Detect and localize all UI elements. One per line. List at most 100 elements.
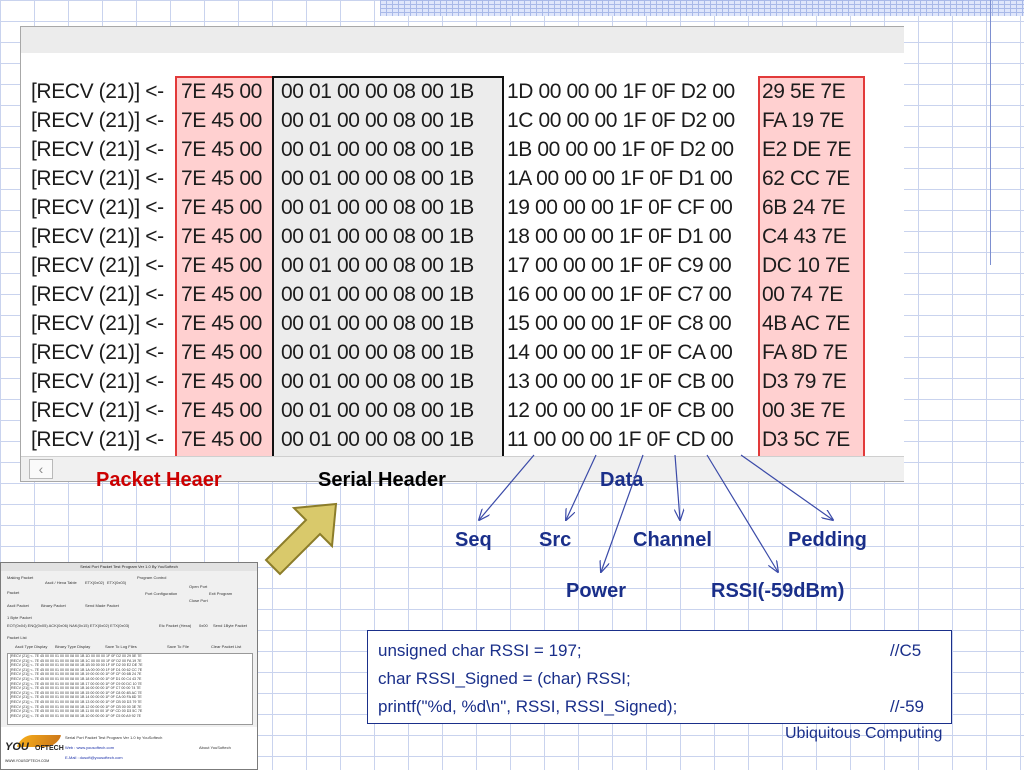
checksum-bytes: 00 74 7E <box>762 283 843 306</box>
terminal-log[interactable]: [RECV (21)] <- 7E 45 00 00 01 00 00 08 00 … <box>21 53 904 481</box>
serial-header-bytes: 00 01 00 00 08 00 1B <box>281 109 474 132</box>
port-configuration-button[interactable]: Port Configuration <box>145 591 178 596</box>
data-bytes: 12 00 00 00 1F 0F CB 00 <box>507 399 734 422</box>
email-link[interactable]: E-Mail : dusoft@yousoftech.com <box>65 755 123 760</box>
list-item: [RECV (21)] <- 7E 45 00 00 01 00 00 08 0… <box>10 704 142 709</box>
footer-course-title: Ubiquitous Computing <box>785 725 943 742</box>
rssi-label: RSSI(-59dBm) <box>711 580 845 602</box>
packet-header-bytes: 7E 45 00 <box>181 370 262 393</box>
packet-list-label: Packet List <box>7 635 27 640</box>
open-port-button[interactable]: Open Port <box>189 584 208 589</box>
save-file-button[interactable]: Save To File <box>167 644 189 649</box>
etc-packet-input[interactable]: 0x00 <box>199 623 208 628</box>
recv-text: [RECV (21)] <- <box>31 399 164 422</box>
save-log-checkbox[interactable]: Save To Log Files <box>105 644 137 649</box>
data-bytes: 11 00 00 00 1F 0F CD 00 <box>507 428 734 451</box>
packet-header-bytes: 7E 45 00 <box>181 80 262 103</box>
power-label: Power <box>566 580 627 602</box>
data-bytes: 1D 00 00 00 1F 0F D2 00 <box>507 80 735 103</box>
recv-text: [RECV (21)] <- <box>31 370 164 393</box>
decorative-corner-band <box>380 0 1024 16</box>
byte-buttons-row[interactable]: EOT(0x04) ENQ(0x05) ACK(0x06) NAK(0x15) … <box>7 623 130 628</box>
src-arrow <box>566 454 597 520</box>
send-1byte-button[interactable]: Send 1Byte Packet <box>213 623 248 628</box>
recv-text: [RECV (21)] <- <box>31 312 164 335</box>
pedding-label: Pedding <box>788 529 867 551</box>
terminal-window: [RECV (21)] <- 7E 45 00 00 01 00 00 08 00 … <box>20 26 904 482</box>
data-bytes: 1C 00 00 00 1F 0F D2 00 <box>507 109 735 132</box>
recv-text: [RECV (21)] <- <box>31 109 164 132</box>
zoom-arrow-icon <box>264 502 338 576</box>
packet-header-bytes: 7E 45 00 <box>181 196 262 219</box>
decorative-corner-line <box>990 0 991 265</box>
ascii-type-display-radio[interactable]: Ascii Type Display <box>15 644 48 649</box>
serial-header-bytes: 00 01 00 00 08 00 1B <box>281 283 474 306</box>
packet-label: Packet <box>7 590 20 595</box>
clear-list-button[interactable]: Clear Packet List <box>211 644 242 649</box>
packet-header-bytes: 7E 45 00 <box>181 254 262 277</box>
program-window-title: Serial Port Packet Test Program Ver 1.0 … <box>1 563 257 571</box>
data-bytes: 15 00 00 00 1F 0F C8 00 <box>507 312 732 335</box>
checksum-highlight <box>758 76 865 481</box>
packet-header-bytes: 7E 45 00 <box>181 399 262 422</box>
checksum-bytes: FA 8D 7E <box>762 341 848 364</box>
program-control-label: Program Control <box>137 575 167 580</box>
packet-header-label: Packet Heaer <box>96 469 222 491</box>
recv-text: [RECV (21)] <- <box>31 196 164 219</box>
checksum-bytes: C4 43 7E <box>762 225 847 248</box>
etx2-button[interactable]: ETX(0x03) <box>107 580 127 585</box>
code-line-3: printf("%d, %d\n", RSSI, RSSI_Signed); <box>378 697 678 716</box>
packet-header-bytes: 7E 45 00 <box>181 283 262 306</box>
packet-header-bytes: 7E 45 00 <box>181 167 262 190</box>
packet-header-bytes: 7E 45 00 <box>181 225 262 248</box>
packet-header-bytes: 7E 45 00 <box>181 138 262 161</box>
binary-packet-radio[interactable]: Binary Packet <box>41 603 66 608</box>
rssi-arrow <box>706 454 778 572</box>
recv-text: [RECV (21)] <- <box>31 138 164 161</box>
serial-header-bytes: 00 01 00 00 08 00 1B <box>281 370 474 393</box>
list-item: [RECV (21)] <- 7E 45 00 00 01 00 00 08 0… <box>10 676 142 681</box>
code-comment-1: //C5 <box>890 641 922 660</box>
exit-program-button[interactable]: Exit Program <box>209 591 233 596</box>
about-button[interactable]: About YouSoftech <box>199 745 231 750</box>
etx-button[interactable]: ETX(0x02) <box>85 580 105 585</box>
making-packet-label: Making Packet <box>7 575 34 580</box>
checksum-bytes: FA 19 7E <box>762 109 845 132</box>
scroll-left-icon[interactable]: ‹ <box>29 459 53 479</box>
channel-label: Channel <box>633 529 712 551</box>
pedding-arrow <box>740 454 833 520</box>
list-item: [RECV (21)] <- 7E 45 00 00 01 00 00 08 0… <box>10 681 142 686</box>
packet-header-bytes: 7E 45 00 <box>181 428 262 451</box>
packet-header-bytes: 7E 45 00 <box>181 109 262 132</box>
recv-text: [RECV (21)] <- <box>31 428 164 451</box>
checksum-bytes: D3 79 7E <box>762 370 847 393</box>
list-item: [RECV (21)] <- 7E 45 00 00 01 00 00 08 0… <box>10 654 142 658</box>
list-item: [RECV (21)] <- 7E 45 00 00 01 00 00 08 0… <box>10 686 141 691</box>
serial-header-label: Serial Header <box>318 469 446 491</box>
horizontal-scrollbar[interactable]: ‹ <box>21 456 904 481</box>
serial-header-bytes: 00 01 00 00 08 00 1B <box>281 167 474 190</box>
checksum-bytes: 6B 24 7E <box>762 196 846 219</box>
ascii-packet-radio[interactable]: Ascii Packet <box>7 603 29 608</box>
program-window-thumbnail: Serial Port Packet Test Program Ver 1.0 … <box>0 562 258 770</box>
close-port-button[interactable]: Close Port <box>189 598 208 603</box>
recv-text: [RECV (21)] <- <box>31 80 164 103</box>
packet-list-box[interactable]: [RECV (21)] <- 7E 45 00 00 01 00 00 08 0… <box>7 653 253 725</box>
power-arrow <box>601 454 644 572</box>
ascii-hexa-table-button[interactable]: Ascii / Hexa Table <box>45 580 77 585</box>
web-link[interactable]: Web : www.yousoftech.com <box>65 745 115 750</box>
list-item: [RECV (21)] <- 7E 45 00 00 01 00 00 08 0… <box>10 658 142 663</box>
serial-header-bytes: 00 01 00 00 08 00 1B <box>281 254 474 277</box>
recv-text: [RECV (21)] <- <box>31 341 164 364</box>
channel-arrow <box>675 454 680 520</box>
list-item: [RECV (21)] <- 7E 45 00 00 01 00 00 08 0… <box>10 672 142 677</box>
checksum-bytes: 29 5E 7E <box>762 80 846 103</box>
list-item: [RECV (21)] <- 7E 45 00 00 01 00 00 08 0… <box>10 713 141 718</box>
data-bytes: 1B 00 00 00 1F 0F D2 00 <box>507 138 734 161</box>
data-bytes: 13 00 00 00 1F 0F CB 00 <box>507 370 734 393</box>
binary-type-display-radio[interactable]: Binary Type Display <box>55 644 91 649</box>
send-made-packet-button[interactable]: Send Made Packet <box>85 603 119 608</box>
data-bytes: 1A 00 00 00 1F 0F D1 00 <box>507 167 733 190</box>
serial-header-bytes: 00 01 00 00 08 00 1B <box>281 225 474 248</box>
